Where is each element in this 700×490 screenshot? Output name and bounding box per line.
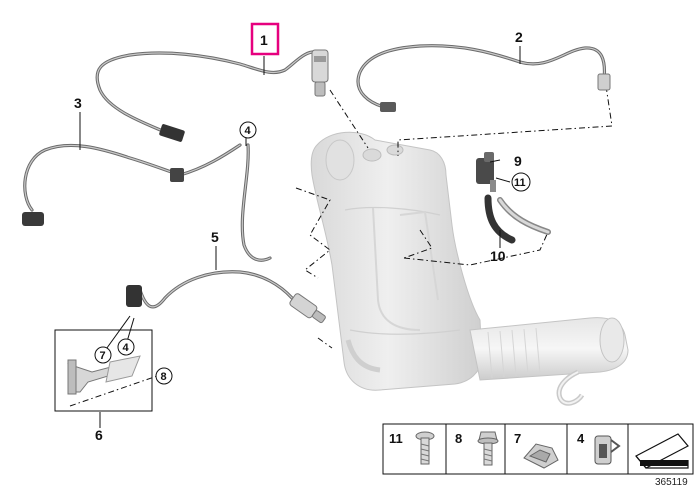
circled-4-top[interactable]: 4 bbox=[245, 125, 252, 137]
particulate-filter-housing bbox=[310, 131, 629, 406]
screw-icon bbox=[415, 431, 435, 465]
reference-number: 365119 bbox=[655, 477, 688, 488]
legend-number-7: 7 bbox=[514, 431, 521, 446]
part-3-wiring-harness[interactable] bbox=[22, 143, 242, 226]
circled-references: 4 11 7 4 8 bbox=[94, 121, 531, 385]
callout-3[interactable]: 3 bbox=[74, 95, 82, 111]
legend-number-8: 8 bbox=[455, 431, 462, 446]
callout-9[interactable]: 9 bbox=[514, 153, 522, 169]
clip-nut-icon bbox=[523, 443, 559, 469]
callout-10[interactable]: 10 bbox=[490, 248, 506, 264]
legend-item-7[interactable]: 7 bbox=[514, 431, 559, 469]
highlight-box bbox=[250, 22, 280, 56]
callout-5[interactable]: 5 bbox=[211, 229, 219, 245]
callout-2[interactable]: 2 bbox=[515, 29, 523, 45]
callout-labels: 1 2 3 5 6 9 10 bbox=[74, 22, 523, 443]
hex-bolt-icon bbox=[477, 431, 499, 466]
part-9-pressure-sensor[interactable] bbox=[476, 152, 496, 192]
leader-lines bbox=[79, 46, 521, 428]
part-6-bracket-assembly[interactable] bbox=[54, 329, 161, 412]
part-5-exhaust-sensor[interactable] bbox=[126, 143, 328, 326]
callout-1[interactable]: 1 bbox=[260, 32, 268, 48]
callout-6[interactable]: 6 bbox=[95, 427, 103, 443]
arrow-symbol-icon bbox=[635, 433, 689, 469]
part-10-pressure-hose[interactable] bbox=[484, 194, 551, 244]
legend-number-4: 4 bbox=[577, 431, 585, 446]
legend-item-8[interactable]: 8 bbox=[455, 431, 499, 466]
legend-item-4[interactable]: 4 bbox=[577, 431, 621, 465]
circled-4-bracket[interactable]: 4 bbox=[123, 342, 130, 354]
fastener-legend: 11 8 7 4 bbox=[382, 423, 694, 475]
circled-8[interactable]: 8 bbox=[161, 371, 167, 383]
circled-11[interactable]: 11 bbox=[514, 177, 526, 189]
part-1-exhaust-sensor[interactable] bbox=[95, 49, 329, 142]
circled-7[interactable]: 7 bbox=[100, 350, 106, 362]
cable-clip-icon bbox=[594, 435, 621, 465]
part-2-exhaust-sensor[interactable] bbox=[356, 44, 611, 112]
legend-number-11: 11 bbox=[389, 431, 403, 446]
assembly-dash-lines bbox=[295, 85, 613, 349]
legend-item-11[interactable]: 11 bbox=[389, 431, 435, 465]
